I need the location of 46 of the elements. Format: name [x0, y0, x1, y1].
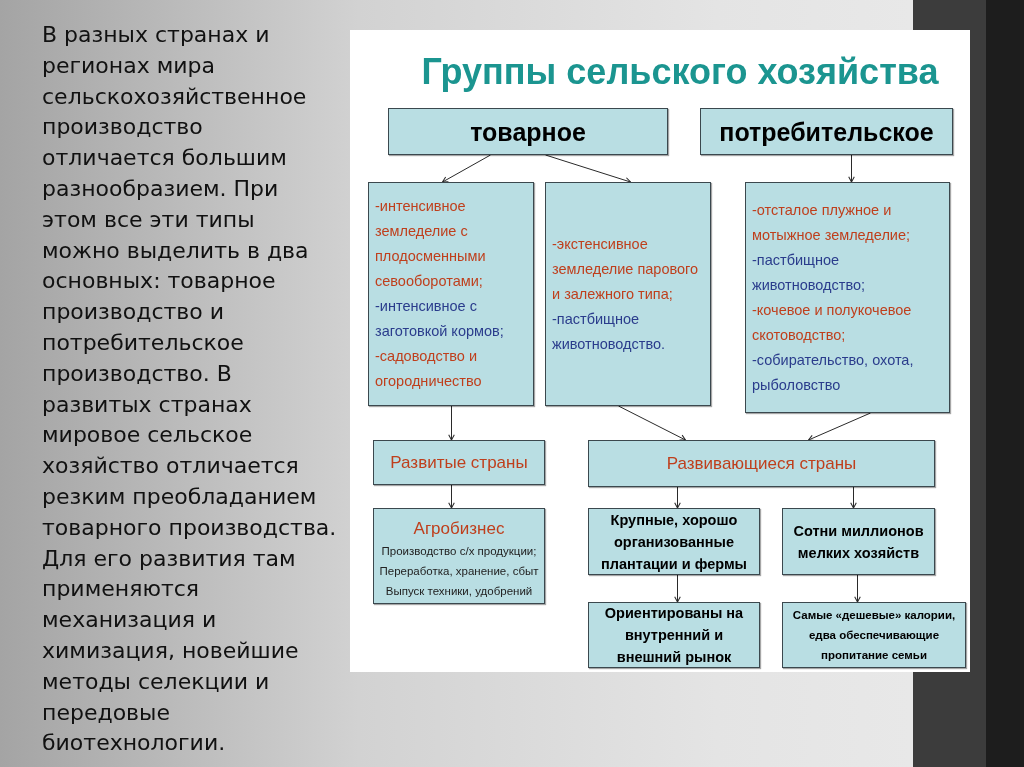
item-text: Производство с/х продукции;	[381, 544, 537, 559]
list-item: -интенсивное земледелие с плодосменными севооборотами;	[375, 197, 487, 291]
arrow	[545, 154, 631, 184]
list-item: -пастбищное животноводство;	[752, 250, 867, 295]
category-box	[373, 508, 545, 604]
arrow	[808, 412, 871, 441]
list-item: -интенсивное с заготовкой кормов;	[375, 297, 505, 341]
category-box	[373, 440, 545, 485]
item-text: Сотни миллионов мелких хозяйств	[792, 521, 925, 563]
item-text: Переработка, хранение, сбыт	[379, 564, 539, 579]
category-box	[588, 508, 760, 575]
region-label: Развивающиеся страны	[666, 452, 857, 475]
item-text: Выпуск техники, удобрений	[385, 584, 533, 599]
category-label: потребительское	[719, 116, 934, 147]
list-item: -садоводство и огородничество	[375, 347, 483, 391]
arrow	[848, 154, 855, 183]
category-box	[700, 108, 953, 155]
category-box	[782, 508, 935, 575]
arrow	[674, 486, 681, 509]
category-box	[782, 602, 966, 668]
item-text: Крупные, хорошо организованные плантации и фермы	[600, 510, 748, 574]
arrow	[850, 486, 857, 509]
category-box	[545, 182, 711, 406]
item-text: Агробизнес	[413, 518, 505, 540]
arrow	[448, 405, 455, 441]
list-item: -пастбищное животноводство.	[552, 309, 667, 354]
category-label: товарное	[470, 116, 586, 147]
list-item: -кочевое и полукочевое скотоводство;	[752, 300, 913, 345]
arrow	[618, 405, 686, 441]
category-box	[588, 440, 935, 487]
diagram-title: Группы сельского хозяйства	[420, 50, 940, 94]
category-box	[745, 182, 950, 413]
region-label: Развитые страны	[390, 451, 528, 474]
arrow	[674, 574, 681, 603]
list-item: -отсталое плужное и мотыжное земледелие;	[752, 200, 912, 245]
list-item: -собирательство, охота, рыболовство	[752, 350, 915, 395]
arrow	[442, 154, 491, 183]
arrow	[854, 574, 861, 603]
category-box	[368, 182, 534, 406]
body-paragraph: В разных странах и регионах мира сельскохозяйственное производство отличается большим разнообразием. При этом все эти типы можно выделить в два основных: товарное производство и потребительское производство. В развитых странах мировое сельское хозяйство отличается резким преобладанием товарного производства. Для его развития там применяются механизация и химизация, новейшие методы селекции и передовые биотехнологии.	[42, 21, 338, 758]
item-text: Самые «дешевые» калории, едва обеспечивающие пропитание семьи	[791, 608, 957, 663]
list-item: -экстенсивное земледелие парового и залежного типа;	[552, 234, 700, 304]
item-text: Ориентированы на внутренний и внешний рынок	[603, 604, 745, 667]
category-box	[588, 602, 760, 668]
arrow	[448, 484, 455, 509]
category-box	[388, 108, 668, 155]
